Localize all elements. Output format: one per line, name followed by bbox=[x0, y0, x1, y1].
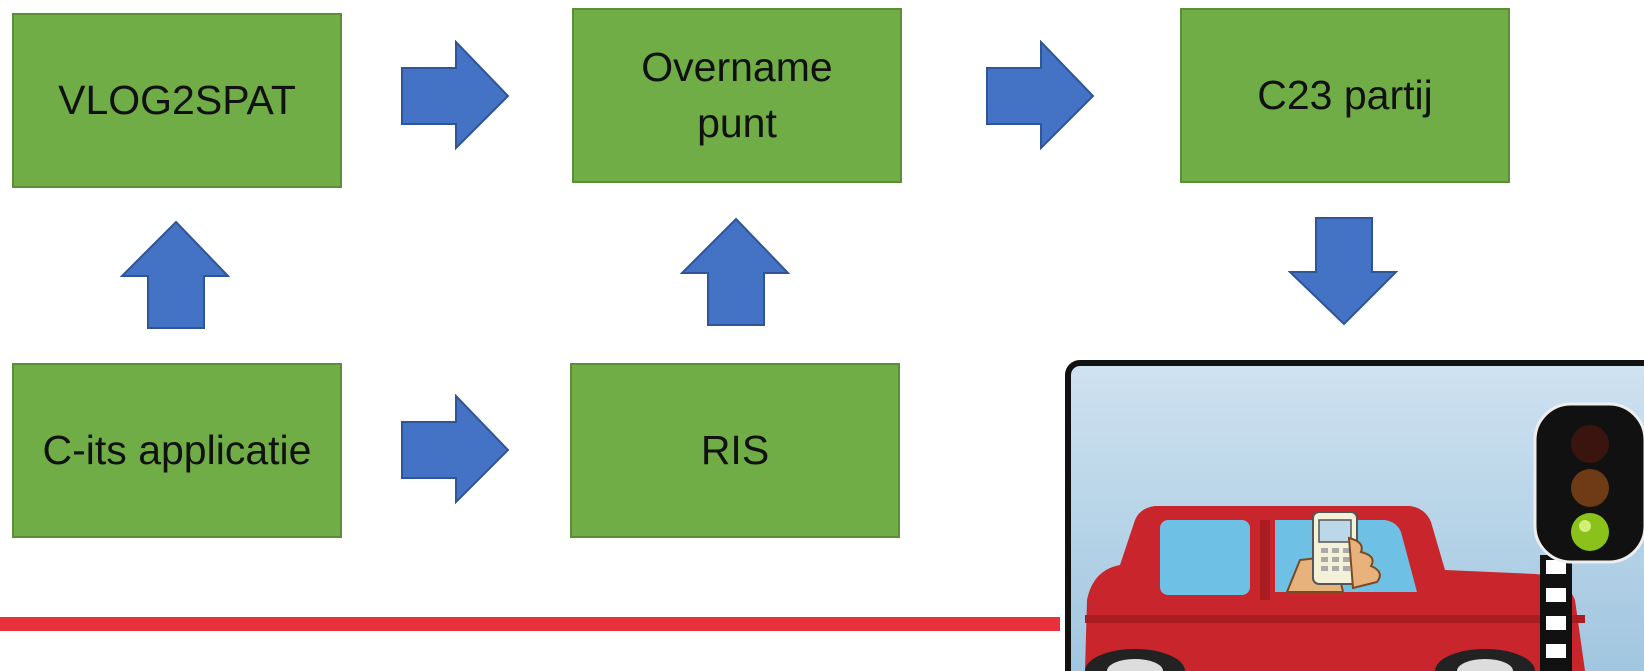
vlog2spat-box: VLOG2SPAT bbox=[12, 13, 342, 188]
arrow-up-icon bbox=[120, 220, 231, 329]
ris-box: RIS bbox=[570, 363, 900, 538]
phone-in-hand-icon bbox=[1285, 511, 1381, 593]
vlog2spat-label: VLOG2SPAT bbox=[58, 76, 296, 123]
car-traffic-light-illustration bbox=[1065, 360, 1644, 671]
arrow-up-icon bbox=[680, 217, 791, 326]
arrow-right-icon bbox=[401, 394, 510, 505]
traffic-light-icon bbox=[1533, 402, 1644, 671]
overname-punt-label: Overname punt bbox=[641, 40, 832, 151]
c-its-applicatie-label: C-its applicatie bbox=[42, 426, 312, 473]
c23-partij-label: C23 partij bbox=[1257, 71, 1433, 118]
arrow-down-icon bbox=[1288, 217, 1399, 326]
arrow-right-icon bbox=[401, 40, 510, 151]
c23-partij-box: C23 partij bbox=[1180, 8, 1510, 183]
red-divider-line bbox=[0, 617, 1060, 631]
c-its-applicatie-box: C-its applicatie bbox=[12, 363, 342, 538]
overname-punt-line1: Overname bbox=[641, 44, 833, 91]
ris-label: RIS bbox=[700, 426, 770, 473]
arrow-right-icon bbox=[986, 40, 1095, 151]
overname-punt-box: Overname punt bbox=[572, 8, 902, 183]
overname-punt-line2: punt bbox=[697, 99, 777, 146]
